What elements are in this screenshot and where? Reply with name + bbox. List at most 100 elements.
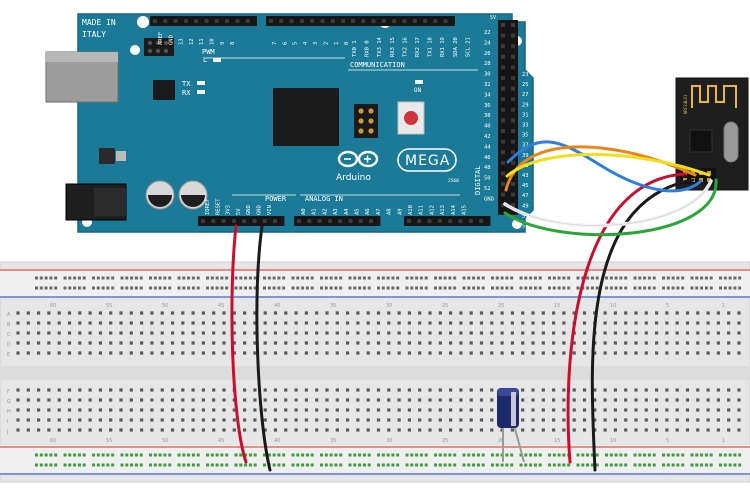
breadboard-hole (737, 331, 741, 335)
header-pin (214, 19, 219, 23)
breadboard-hole (253, 428, 257, 432)
rail-hole (434, 286, 437, 290)
module-label: NRF24L01 (683, 94, 688, 114)
breadboard-hole (634, 341, 638, 345)
rail-hole (567, 276, 571, 280)
breadboard-hole (26, 321, 30, 325)
breadboard-hole (675, 418, 679, 422)
led-tx-label: TX (182, 80, 191, 88)
power-label: POWER (265, 195, 287, 203)
breadboard-hole (737, 398, 741, 402)
breadboard-hole (644, 428, 648, 432)
breadboard-hole (624, 388, 628, 392)
breadboard-hole (500, 351, 504, 355)
pin-label: A1 (312, 208, 318, 215)
reset-button[interactable] (397, 101, 425, 135)
breadboard-hole (98, 311, 102, 315)
breadboard-hole (727, 321, 731, 325)
led-on-label: ON (414, 87, 422, 94)
rail-hole (491, 463, 494, 467)
rail-hole (605, 276, 608, 280)
rail-hole (96, 276, 100, 280)
breadboard-hole (459, 398, 463, 402)
header-pin (330, 19, 335, 23)
breadboard-hole (98, 398, 102, 402)
breadboard-hole (170, 428, 175, 432)
analog-in-label: ANALOG IN (305, 195, 343, 203)
pin-label: 0 (344, 42, 350, 45)
breadboard-hole (57, 428, 61, 432)
rail-hole (619, 453, 623, 457)
breadboard-hole (212, 321, 216, 325)
column-number: 50 (162, 303, 168, 309)
breadboard-hole (129, 321, 133, 325)
breadboard-hole (737, 408, 741, 412)
rail-hole (305, 276, 309, 280)
rail-hole (168, 276, 172, 280)
header-pin (458, 219, 463, 223)
breadboard-hole (500, 331, 504, 335)
rail-hole (272, 463, 276, 467)
breadboard-hole (335, 428, 339, 432)
header-pin (511, 150, 515, 155)
breadboard-hole (531, 331, 535, 335)
breadboard-hole (706, 311, 710, 315)
breadboard-hole (562, 418, 566, 422)
breadboard-hole (479, 341, 484, 345)
breadboard-hole (613, 321, 617, 325)
breadboard-hole (78, 321, 82, 325)
rail-hole (405, 276, 409, 280)
breadboard-hole (613, 331, 617, 335)
breadboard-hole (109, 398, 113, 402)
breadboard-hole (294, 418, 298, 422)
breadboard-hole (438, 331, 442, 335)
rail-hole (533, 276, 537, 280)
column-number: 10 (610, 303, 616, 309)
breadboard-hole (727, 408, 731, 412)
pin-label: 11 (199, 38, 205, 45)
header-pin (511, 65, 515, 70)
rail-hole (39, 286, 43, 290)
pin-label: 1 (334, 42, 340, 45)
pin-label: SDA 20 (453, 37, 459, 57)
header-top-pwm (150, 16, 257, 26)
breadboard-hole (655, 388, 659, 392)
rail-hole (253, 463, 257, 467)
rail-hole (415, 453, 419, 457)
breadboard-hole (284, 388, 288, 392)
breadboard-hole (356, 428, 360, 432)
rail-hole (505, 276, 509, 280)
breadboard-hole (88, 398, 92, 402)
breadboard-hole (356, 418, 360, 422)
breadboard-hole (459, 408, 463, 412)
breadboard-hole (397, 341, 401, 345)
led-rx-label: RX (182, 89, 191, 97)
breadboard-hole (479, 311, 484, 315)
breadboard-hole (376, 311, 381, 315)
breadboard-hole (428, 408, 432, 412)
breadboard-hole (572, 341, 576, 345)
rail-hole (491, 276, 494, 280)
pin-label: A3 (333, 208, 339, 215)
breadboard-hole (531, 321, 535, 325)
breadboard-hole (78, 331, 82, 335)
breadboard-hole (479, 321, 484, 325)
breadboard-hole (57, 311, 61, 315)
breadboard-hole (315, 341, 319, 345)
breadboard-hole (315, 398, 319, 402)
breadboard-hole (335, 341, 339, 345)
breadboard-hole (387, 428, 391, 432)
header-pin (317, 219, 322, 223)
breadboard-hole (696, 408, 700, 412)
column-number: 5 (666, 303, 669, 309)
breadboard-hole (665, 321, 669, 325)
rail-hole (111, 276, 115, 280)
rail-hole (605, 463, 608, 467)
breadboard-hole (449, 311, 453, 315)
rail-hole (681, 276, 685, 280)
breadboard-hole (552, 418, 556, 422)
breadboard-hole (37, 418, 41, 422)
rail-hole (733, 463, 737, 467)
breadboard-hole (613, 388, 617, 392)
breadboard-hole (88, 418, 92, 422)
